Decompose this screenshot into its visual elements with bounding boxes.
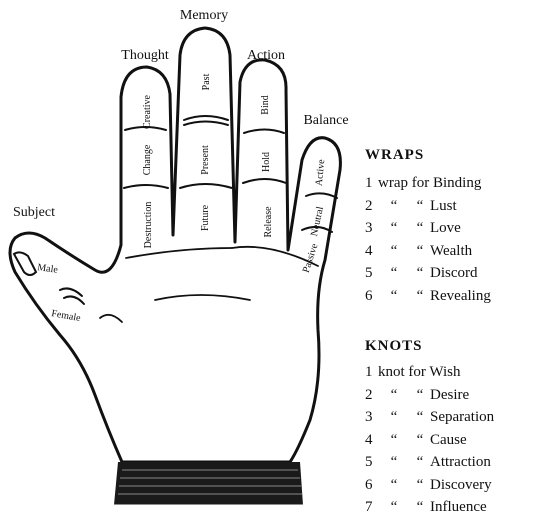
item-text: Attraction [430,451,491,474]
item-number: 3 [365,406,378,429]
item-number: 1 [365,361,378,384]
finger-title-subject: Subject [13,205,55,221]
knots-item: 2 “ “ Desire [365,384,494,407]
ditto-mark: “ [410,217,430,240]
ditto-mark: “ [410,262,430,285]
ditto-mark: “ [378,496,410,519]
palm-lines [100,247,318,322]
finger-title-balance: Balance [303,113,348,129]
item-text: Revealing [430,285,491,308]
wraps-item: 2 “ “ Lust [365,195,491,218]
ditto-mark: “ [410,240,430,263]
item-text: Influence [430,496,487,519]
ditto-mark: “ [378,262,410,285]
hand-outline [10,28,340,462]
item-text: Lust [430,195,457,218]
ditto-mark: “ [410,429,430,452]
finger-title-action: Action [247,48,285,64]
segment-bind: Bind [260,95,271,114]
wraps-list: 1 wrap for Binding 2 “ “ Lust 3 “ “ Love… [365,172,491,307]
item-number: 6 [365,285,378,308]
ditto-mark: “ [378,240,410,263]
knots-heading: KNOTS [365,338,423,355]
ditto-mark: “ [378,429,410,452]
knots-item: 5 “ “ Attraction [365,451,494,474]
ditto-mark: “ [410,451,430,474]
item-number: 3 [365,217,378,240]
segment-future: Future [200,204,211,231]
segment-active: Active [314,158,328,186]
wraps-item: 5 “ “ Discord [365,262,491,285]
ditto-mark: “ [378,285,410,308]
item-text: Cause [430,429,467,452]
item-text: Desire [430,384,469,407]
item-number: 4 [365,429,378,452]
item-text: Discovery [430,474,492,497]
ditto-mark: “ [378,406,410,429]
wraps-heading: WRAPS [365,147,424,164]
item-number: 6 [365,474,378,497]
wraps-item: 4 “ “ Wealth [365,240,491,263]
segment-labels: Creative Change Destruction Past Present… [37,73,328,324]
item-text: Wealth [430,240,472,263]
segment-male: Male [37,262,59,276]
thumb-nail [14,252,36,275]
item-number: 2 [365,384,378,407]
segment-neutral: Neutral [309,205,326,237]
ditto-mark: “ [410,406,430,429]
wraps-item: 3 “ “ Love [365,217,491,240]
segment-release: Release [263,206,274,238]
segment-female: Female [50,308,81,324]
item-text: Discord [430,262,478,285]
segment-change: Change [142,144,153,175]
item-number: 7 [365,496,378,519]
item-text: Love [430,217,461,240]
finger-title-thought: Thought [121,48,168,64]
item-text: Separation [430,406,494,429]
ditto-mark: “ [378,474,410,497]
knots-item: 7 “ “ Influence [365,496,494,519]
ditto-mark: “ [410,474,430,497]
knots-list: 1 knot for Wish 2 “ “ Desire 3 “ “ Separ… [365,361,494,519]
segment-hold: Hold [261,152,272,172]
segment-present: Present [200,145,211,175]
item-number: 2 [365,195,378,218]
knots-item: 4 “ “ Cause [365,429,494,452]
segment-creative: Creative [142,95,153,129]
finger-title-memory: Memory [180,8,228,24]
item-number: 1 [365,172,378,195]
wraps-item: 6 “ “ Revealing [365,285,491,308]
item-text: wrap for Binding [378,172,481,195]
knots-item: 1 knot for Wish [365,361,494,384]
ditto-mark: “ [378,384,410,407]
segment-past: Past [201,73,212,90]
item-number: 5 [365,262,378,285]
segment-destruction: Destruction [143,202,154,249]
wrist-band [114,462,303,505]
item-text: knot for Wish [378,361,460,384]
segment-passive: Passive [301,242,321,274]
ditto-mark: “ [378,451,410,474]
ditto-mark: “ [410,384,430,407]
ditto-mark: “ [410,195,430,218]
ditto-mark: “ [378,195,410,218]
ditto-mark: “ [410,496,430,519]
knots-item: 6 “ “ Discovery [365,474,494,497]
item-number: 4 [365,240,378,263]
knots-item: 3 “ “ Separation [365,406,494,429]
item-number: 5 [365,451,378,474]
wraps-item: 1 wrap for Binding [365,172,491,195]
ditto-mark: “ [410,285,430,308]
ditto-mark: “ [378,217,410,240]
